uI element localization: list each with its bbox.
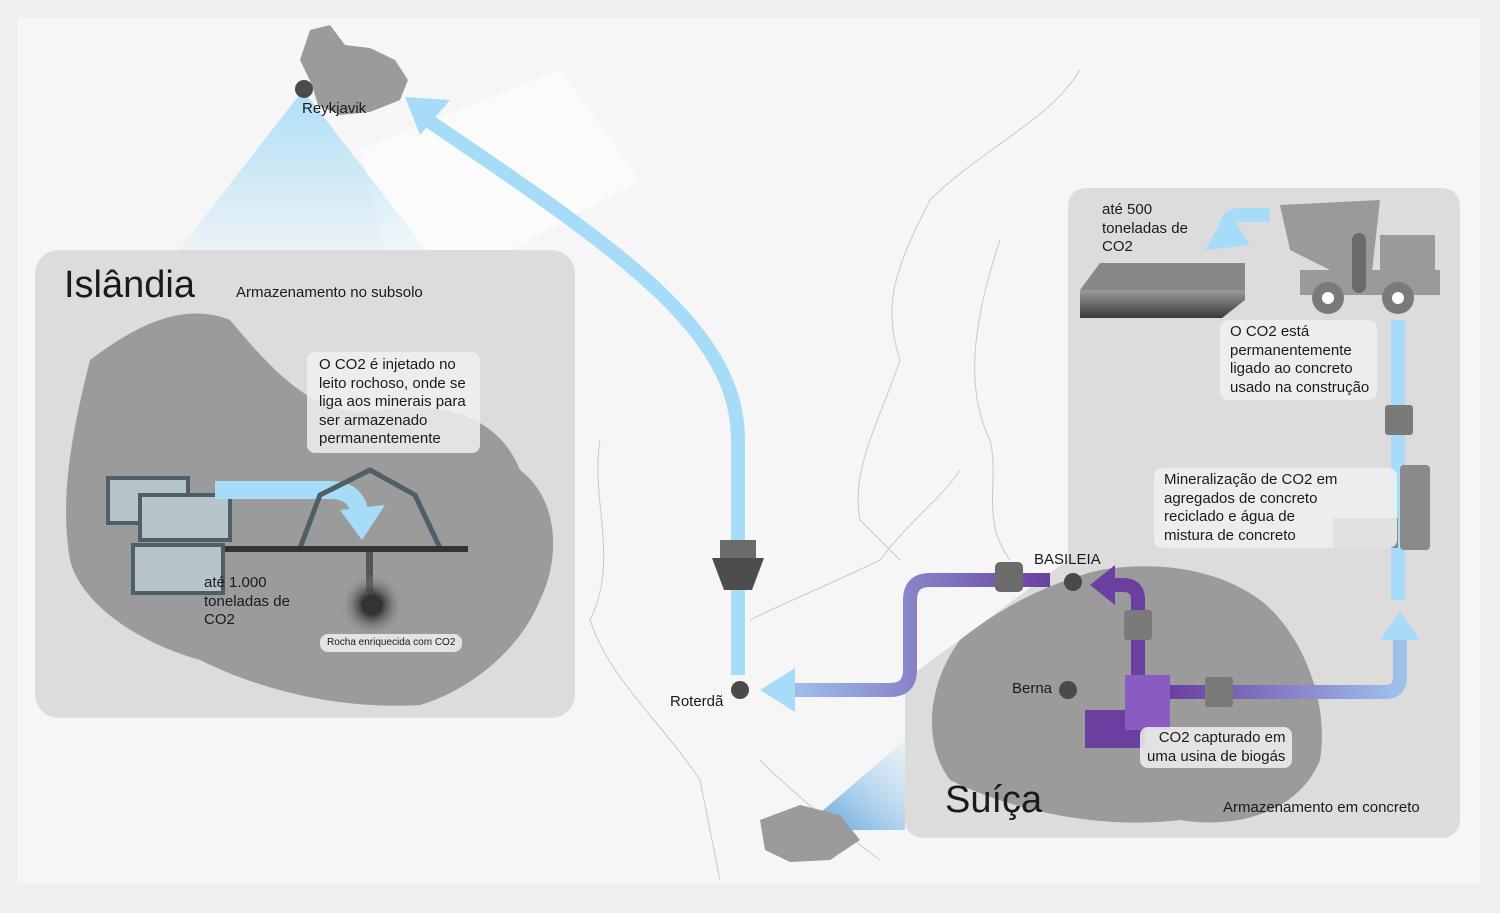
note-line: ligado ao concreto	[1230, 360, 1353, 377]
note-line: O CO2 é injetado no	[319, 356, 456, 373]
reykjavik-dot	[295, 80, 313, 98]
mineralization-note: Mineralização de CO2 em agregados de con…	[1154, 468, 1398, 548]
capacity-line: até 500	[1102, 201, 1153, 218]
co2-rock-icon	[340, 573, 404, 637]
storage-containers-icon	[106, 476, 232, 595]
europe-map-outlines	[589, 69, 1081, 881]
injection-pipe	[366, 552, 373, 592]
note-line: liga aos minerais para	[319, 393, 466, 410]
rock-label: Rocha enriquecida com CO2	[320, 634, 463, 652]
geodesic-dome-icon	[297, 467, 443, 550]
arrow-to-rotterdam	[760, 668, 795, 712]
concrete-slab-icon	[1080, 263, 1245, 318]
basel-dot	[1064, 573, 1082, 591]
capacity-line: até 1.000	[204, 574, 267, 591]
concrete-note: O CO2 está permanentemente ligado ao con…	[1220, 320, 1378, 400]
note-line: permanentemente	[319, 430, 441, 447]
city-label-rotterdam: Roterdã	[670, 693, 724, 710]
switzerland-capacity: até 500 toneladas de CO2	[1102, 201, 1188, 257]
note-line: permanentemente	[1230, 341, 1352, 359]
iceland-capacity: até 1.000 toneladas de CO2	[204, 574, 290, 630]
arrow-to-basel	[1090, 565, 1115, 605]
shipping-route	[416, 109, 745, 675]
rail-route	[790, 573, 1050, 697]
iceland-subtitle: Armazenamento no subsolo	[236, 284, 423, 301]
note-line: CO2 capturado em	[1158, 729, 1286, 746]
capacity-line: toneladas de	[1102, 219, 1188, 237]
capture-note: CO2 capturado em uma usina de biogás	[1140, 727, 1293, 768]
arrow-to-concrete-slab	[1205, 210, 1250, 250]
capacity-line: CO2	[1102, 238, 1133, 255]
biogas-plant-icon	[1085, 675, 1170, 748]
note-line: agregados de concreto	[1164, 489, 1318, 507]
iceland-small-map	[300, 25, 408, 115]
note-line: usado na construção	[1230, 378, 1370, 396]
note-line: Mineralização de CO2 em	[1164, 471, 1338, 488]
truck-icon	[1124, 405, 1413, 707]
bern-dot	[1059, 681, 1077, 699]
arrow-to-reykjavik	[405, 97, 450, 135]
ship-icon	[712, 540, 764, 590]
rotterdam-dot	[731, 681, 749, 699]
iceland-title: Islândia	[64, 264, 195, 306]
arrow-up	[1380, 612, 1420, 640]
capacity-line: toneladas de	[204, 592, 290, 610]
city-label-bern: Berna	[1012, 680, 1053, 697]
purple-route-basel	[1110, 578, 1145, 690]
note-line: leito rochoso, onde se	[319, 374, 466, 392]
projection-beam-iceland	[175, 90, 430, 255]
note-line: mistura de concreto	[1164, 526, 1296, 544]
concrete-mixer-truck-icon	[1280, 200, 1440, 314]
city-label-reykjavik: Reykjavik	[302, 100, 367, 117]
purple-route-east	[1170, 640, 1407, 699]
note-line: uma usina de biogás	[1147, 747, 1286, 765]
switzerland-small-map	[760, 805, 860, 862]
city-label-basel: BASILEIA	[1034, 551, 1101, 568]
note-line: ser armazenado	[319, 411, 428, 429]
projection-beam-switzerland	[800, 740, 905, 830]
capacity-line: CO2	[204, 611, 235, 628]
ground-line	[225, 546, 468, 552]
train-icon	[995, 562, 1023, 592]
note-line: reciclado e água de	[1164, 508, 1295, 525]
note-line: O CO2 está	[1230, 323, 1310, 340]
injection-note: O CO2 é injetado no leito rochoso, onde …	[307, 352, 480, 453]
switzerland-title: Suíça	[945, 779, 1043, 821]
switzerland-subtitle: Armazenamento em concreto	[1223, 799, 1420, 816]
